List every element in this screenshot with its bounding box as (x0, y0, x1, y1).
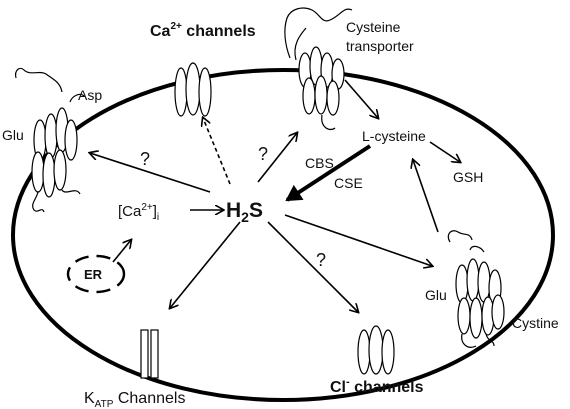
arrow-l-cysteine-to-h2s (285, 144, 372, 202)
cystine-glutamate-transporter-icon (447, 230, 505, 348)
cystine-label: Cystine (512, 315, 559, 331)
arrow-h2s-to-glu-transporter (90, 153, 211, 193)
arrow-h2s-to-cysteine-transporter (257, 133, 297, 183)
arrow-cystine-to-l-cysteine (413, 160, 439, 233)
pathway-arrows (90, 79, 460, 312)
er-organelle-icon (66, 254, 126, 294)
cse-label: CSE (334, 175, 363, 191)
h2s-label: H2S (226, 199, 263, 225)
arrow-h2s-to-ca-channels (203, 118, 231, 185)
l-cysteine-label: L-cysteine (362, 128, 426, 144)
cell-membrane (11, 68, 555, 402)
ca-channels-label: Ca2+ channels (150, 21, 256, 40)
question-mark-glu: ? (140, 149, 150, 169)
cysteine-transporter-icon (284, 7, 353, 131)
cl-channels-label: Cl- channels (330, 376, 424, 396)
arrow-h2s-to-cystine-transporter (284, 214, 432, 266)
question-mark-cl-channels: ? (316, 250, 326, 270)
er-label: ER (84, 267, 103, 282)
arrow-h2s-to-cl-channels (267, 221, 358, 312)
cysteine-transporter-label-line2: transporter (346, 38, 414, 54)
cl-channel-icon (357, 325, 395, 375)
ca-channel-icon (174, 62, 212, 117)
cbs-label: CBS (305, 155, 334, 171)
glu-right-label: Glu (425, 287, 447, 303)
intracellular-calcium-label: [Ca2+]i (118, 202, 159, 223)
katp-channel-icon (140, 329, 159, 379)
arrow-l-cysteine-to-gsh (429, 141, 460, 162)
gsh-label: GSH (453, 169, 483, 185)
question-mark-cysteine-transporter: ? (258, 144, 268, 164)
arrow-er-to-ca (112, 240, 131, 263)
arrow-h2s-to-katp-channels (170, 221, 241, 308)
arrow-transporter-to-l-cysteine (344, 79, 378, 118)
asp-label: Asp (78, 87, 102, 103)
glutamate-aspartate-transporter-icon (15, 67, 85, 213)
glu-left-label: Glu (2, 127, 24, 143)
katp-channels-label: KATP Channels (84, 390, 185, 409)
cysteine-transporter-label-line1: Cysteine (346, 19, 401, 35)
